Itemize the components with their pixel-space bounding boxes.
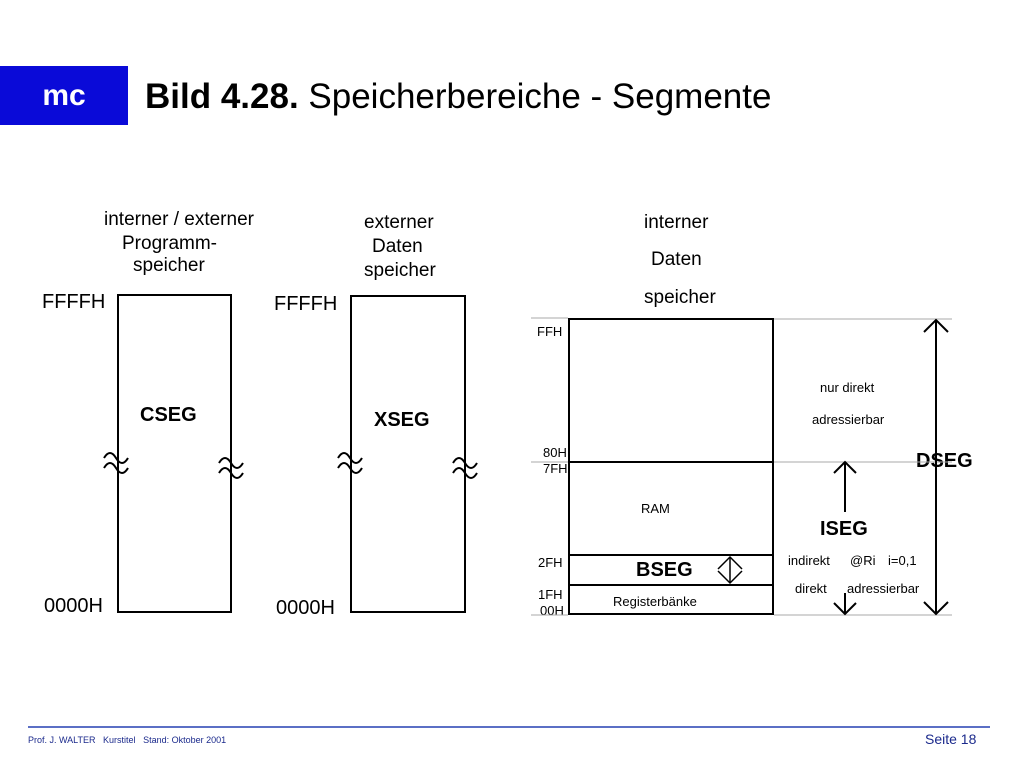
- code-memory-box: [117, 294, 232, 613]
- code-caption-line1: interner / externer: [104, 209, 254, 230]
- bseg-label: BSEG: [636, 559, 693, 581]
- upper-label-line2: adressierbar: [812, 412, 885, 427]
- indirect-ri: @Ri: [850, 553, 876, 568]
- footer-divider: [28, 726, 990, 728]
- page-number: Seite 18: [925, 731, 977, 747]
- dseg-double-arrow-icon: [923, 318, 949, 616]
- int-memory-box: [568, 318, 774, 615]
- addr-7fh: 7FH: [543, 461, 568, 476]
- footer-info: Prof. J. WALTER Kurstitel Stand: Oktober…: [28, 735, 226, 745]
- break-mark-icon: [103, 452, 129, 474]
- footer-date: Stand: Oktober 2001: [143, 735, 227, 745]
- addr-1fh: 1FH: [538, 587, 563, 602]
- cseg-label: CSEG: [140, 404, 197, 426]
- dseg-label: DSEG: [916, 450, 973, 472]
- addr-80h: 80H: [543, 445, 567, 460]
- logo: mc: [0, 66, 128, 125]
- xseg-label: XSEG: [374, 409, 430, 431]
- iseg-double-arrow-icon: [833, 460, 857, 616]
- iseg-label: ISEG: [820, 518, 868, 540]
- title-text: Speicherbereiche - Segmente: [298, 77, 772, 116]
- code-caption-line2: Programm-: [122, 233, 218, 254]
- footer-author: Prof. J. WALTER: [28, 735, 96, 745]
- code-top-address: FFFFH: [42, 291, 106, 313]
- ext-memory-box: [350, 295, 466, 613]
- ext-caption-line3: speicher: [364, 260, 436, 281]
- page-title: Bild 4.28. Speicherbereiche - Segmente: [145, 77, 771, 117]
- break-mark-icon: [218, 457, 244, 479]
- code-caption-line3: speicher: [133, 255, 205, 276]
- code-bottom-address: 0000H: [44, 595, 103, 617]
- addr-ffh: FFH: [537, 324, 563, 339]
- indirect-label: indirekt: [788, 553, 830, 568]
- ext-top-address: FFFFH: [274, 293, 338, 315]
- addr-2fh: 2FH: [538, 555, 563, 570]
- ram-label: RAM: [641, 501, 670, 516]
- title-number: Bild 4.28.: [145, 77, 299, 116]
- footer-course: Kurstitel: [103, 735, 136, 745]
- ext-bottom-address: 0000H: [276, 597, 335, 619]
- int-caption-line1: interner: [644, 212, 709, 233]
- break-mark-icon: [452, 457, 478, 479]
- register-label: Registerbänke: [613, 594, 697, 609]
- int-caption-line2: Daten: [651, 249, 702, 270]
- addr-00h: 00H: [540, 603, 564, 618]
- int-caption-line3: speicher: [644, 287, 716, 308]
- logo-text: mc: [42, 78, 86, 112]
- break-mark-icon: [337, 452, 363, 474]
- ext-caption-line1: externer: [364, 212, 434, 233]
- indirect-i: i=0,1: [888, 553, 917, 568]
- ext-caption-line2: Daten: [372, 236, 423, 257]
- bseg-double-arrow-icon: [717, 555, 743, 585]
- direct-addr: adressierbar: [847, 581, 920, 596]
- upper-label-line1: nur direkt: [820, 380, 875, 395]
- direct-label: direkt: [795, 581, 827, 596]
